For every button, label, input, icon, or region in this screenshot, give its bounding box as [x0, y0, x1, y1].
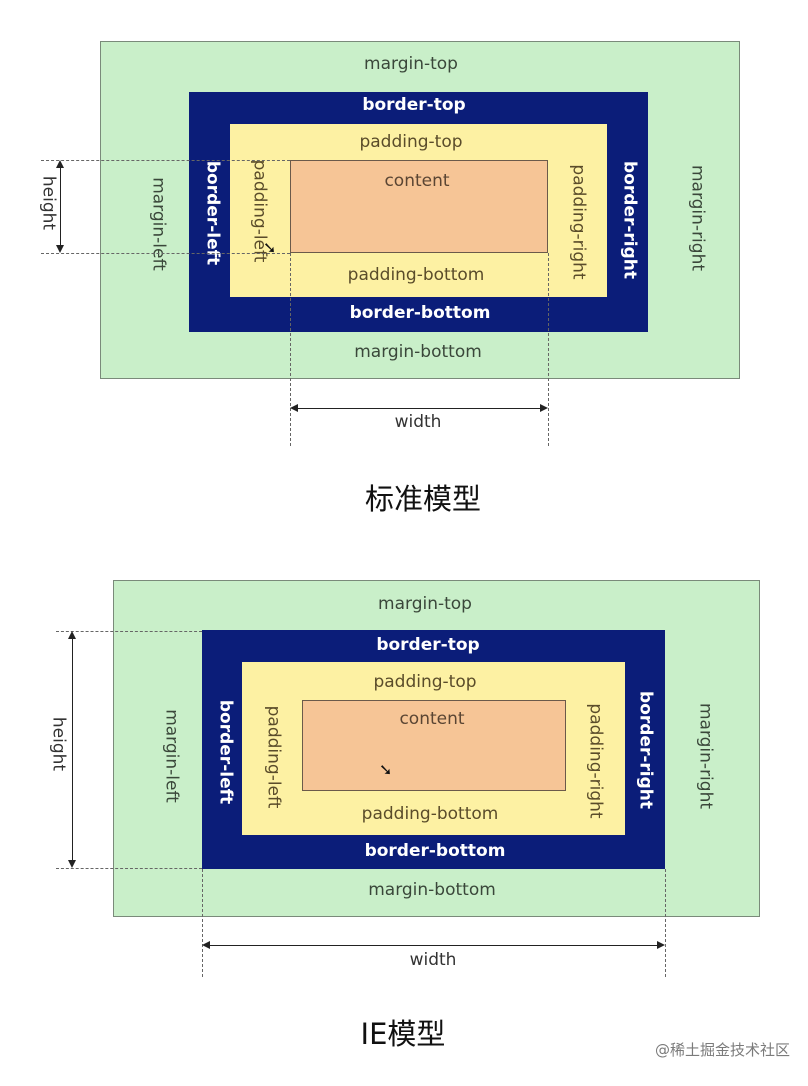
height-guide-top — [56, 631, 202, 632]
margin-left-label: margin-left — [161, 709, 182, 803]
width-arrow-left-icon — [290, 404, 298, 412]
height-guide-bottom — [56, 868, 202, 869]
padding-right-label: padding-right — [585, 703, 606, 819]
margin-left-label: margin-left — [148, 177, 169, 271]
height-arrow-down-icon — [68, 860, 76, 868]
width-guide-left — [290, 253, 291, 446]
height-arrow-up-icon — [68, 631, 76, 639]
border-left-label: border-left — [202, 160, 223, 266]
margin-bottom-label: margin-bottom — [354, 342, 482, 362]
height-dimension-line — [60, 162, 61, 251]
margin-right-label: margin-right — [695, 702, 716, 810]
border-left-label: border-left — [215, 699, 236, 805]
border-top-label: border-top — [362, 95, 466, 115]
width-arrow-right-icon — [657, 941, 665, 949]
height-label: height — [38, 175, 59, 231]
padding-left-label: padding-left — [263, 705, 284, 809]
height-arrow-up-icon — [56, 160, 64, 168]
width-dimension-line — [204, 945, 663, 946]
padding-bottom-label: padding-bottom — [347, 265, 485, 285]
content-label: content — [399, 709, 465, 729]
diagram-caption: 标准模型 — [364, 482, 482, 516]
width-arrow-right-icon — [540, 404, 548, 412]
margin-top-label: margin-top — [364, 54, 458, 74]
height-guide-bottom — [41, 253, 290, 254]
mouse-cursor-icon: ➘ — [263, 238, 277, 257]
padding-top-label: padding-top — [359, 132, 463, 152]
height-label: height — [48, 716, 69, 772]
height-arrow-down-icon — [56, 245, 64, 253]
margin-right-label: margin-right — [687, 164, 708, 272]
content-area — [302, 700, 566, 791]
height-dimension-line — [72, 633, 73, 866]
width-label: width — [394, 412, 442, 432]
margin-top-label: margin-top — [378, 594, 472, 614]
width-dimension-line — [292, 408, 546, 409]
width-arrow-left-icon — [202, 941, 210, 949]
padding-bottom-label: padding-bottom — [361, 804, 499, 824]
width-guide-right — [665, 869, 666, 977]
diagram-caption: IE模型 — [360, 1017, 446, 1051]
margin-bottom-label: margin-bottom — [368, 880, 496, 900]
width-guide-left — [202, 869, 203, 977]
content-label: content — [384, 171, 450, 191]
border-bottom-label: border-bottom — [349, 303, 491, 323]
padding-right-label: padding-right — [568, 164, 589, 280]
border-right-label: border-right — [619, 161, 640, 279]
watermark: @稀土掘金技术社区 — [654, 1041, 790, 1059]
border-top-label: border-top — [376, 635, 480, 655]
width-guide-right — [548, 253, 549, 446]
width-label: width — [409, 950, 457, 970]
border-bottom-label: border-bottom — [364, 841, 506, 861]
padding-top-label: padding-top — [373, 672, 477, 692]
content-area — [290, 160, 548, 253]
mouse-cursor-icon: ➘ — [379, 760, 393, 779]
height-guide-top — [41, 160, 290, 161]
border-right-label: border-right — [635, 691, 656, 809]
